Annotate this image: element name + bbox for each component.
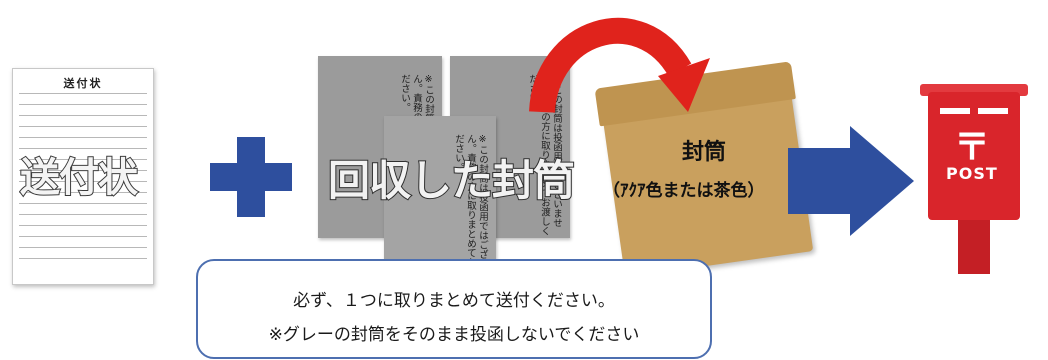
plus-icon-bar — [210, 163, 292, 191]
cover-letter-document: 送付状 — [12, 68, 154, 285]
curved-arrow-icon — [529, 18, 710, 114]
post-label: POST — [946, 164, 998, 183]
kraft-envelope-sublabel: （ｱｸｱ色または茶色） — [603, 181, 765, 201]
cover-letter-label: 送付状 — [19, 154, 139, 202]
instruction-line-1: 必ず、１つに取りまとめて送付ください。 — [293, 291, 615, 311]
post-box-slot — [978, 108, 1008, 114]
envelope-note: ※この封筒は投函用ではございません。責務の方に取りまとめてお渡しください。 — [453, 134, 488, 296]
post-box-stand — [958, 220, 990, 274]
instruction-callout — [196, 259, 712, 359]
collected-envelopes-label: 回収した封筒 — [327, 155, 576, 206]
postal-mark-icon: 〒 — [954, 127, 991, 168]
kraft-envelope-label: 封筒 — [682, 140, 727, 165]
document-form-lines — [19, 93, 147, 276]
right-arrow-icon — [788, 126, 914, 236]
document-header: 送付状 — [63, 77, 103, 90]
post-box-slot — [940, 108, 970, 114]
instruction-line-2: ※グレーの封筒をそのまま投函しないでください — [268, 325, 640, 345]
